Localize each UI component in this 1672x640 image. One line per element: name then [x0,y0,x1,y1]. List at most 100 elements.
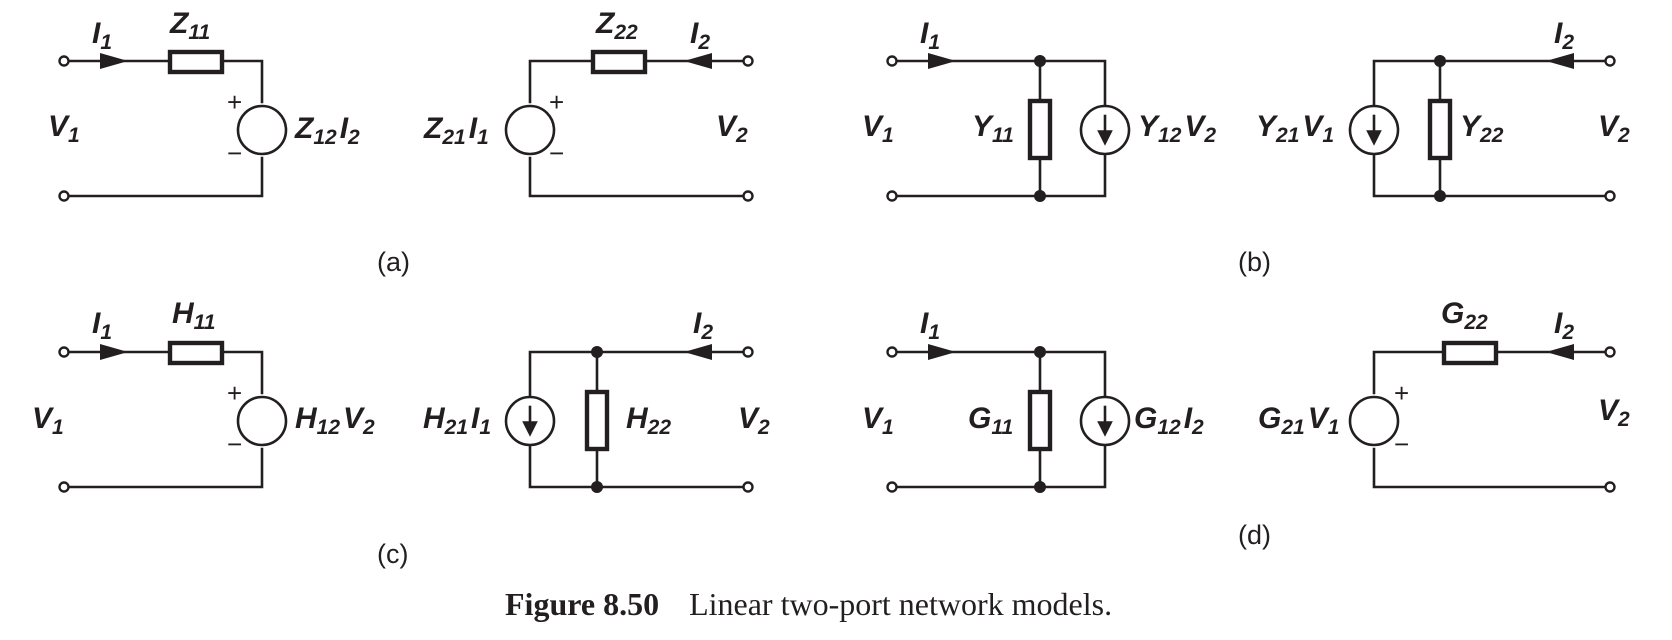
current-label: I1 [920,307,940,344]
figure-caption: Figure 8.50 Linear two-port network mode… [505,586,1112,622]
voltage-label: V2 [1598,394,1630,431]
junction-dot [1034,190,1046,202]
current-label: I1 [92,17,112,54]
panel-tag-c: (c) [377,539,408,569]
g22-label: G22 [1441,297,1488,334]
terminal [58,481,70,493]
voltage-label: V2 [738,402,770,439]
terminal [742,190,754,202]
figure-number: Figure 8.50 [505,586,659,622]
junction-dot [591,481,603,493]
current-label: I2 [1554,17,1574,54]
minus-sign: − [1394,429,1409,459]
junction-dot [1434,190,1446,202]
panel-tag-b: (b) [1238,247,1271,277]
terminal [58,55,70,67]
minus-sign: − [549,138,564,168]
terminal [886,55,898,67]
current-arrow [100,53,128,69]
current-label: I2 [1554,307,1574,344]
current-arrow [684,53,712,69]
g11-label: G11 [968,402,1013,439]
panel-tag-a: (a) [377,247,410,277]
current-label: I2 [690,17,710,54]
admittance-y11 [1027,98,1053,161]
terminal [886,190,898,202]
panel-tag-d: (d) [1238,520,1271,550]
impedance-z11 [167,49,225,75]
terminal [1604,190,1616,202]
voltage-label: V1 [862,110,894,147]
plus-sign: + [1394,378,1409,408]
junction-dot [591,346,603,358]
conductance-g22 [1441,340,1499,366]
terminal [742,346,754,358]
plus-sign: + [549,87,564,117]
plus-sign: + [227,87,242,117]
junction-dot [1034,481,1046,493]
voltage-label: V2 [716,110,748,147]
current-arrow [1546,53,1574,69]
terminal [58,190,70,202]
plus-sign: + [227,378,242,408]
y11-label: Y11 [972,110,1014,147]
junction-dot [1034,55,1046,67]
junction-dot [1034,346,1046,358]
terminal [1604,481,1616,493]
voltage-label: V1 [48,110,80,147]
current-label: I1 [92,307,112,344]
current-label: I1 [920,17,940,54]
caption-text: Linear two-port network models. [689,586,1112,622]
current-arrow [684,344,712,360]
terminal [742,481,754,493]
conductance-g11 [1027,389,1053,452]
voltage-source [236,104,288,156]
minus-sign: − [227,429,242,459]
current-arrow [928,53,956,69]
h22-label: H22 [626,402,671,439]
terminal [742,55,754,67]
terminal [886,481,898,493]
terminal [1604,346,1616,358]
current-arrow [928,344,956,360]
y22-label: Y22 [1460,110,1504,147]
admittance-y22 [1427,98,1453,161]
voltage-source [504,104,556,156]
voltage-source [1348,395,1400,447]
current-arrow [100,344,128,360]
junction-dot [1434,55,1446,67]
impedance-z22 [590,49,648,75]
impedance-h11 [167,340,225,366]
voltage-label: V1 [862,402,894,439]
z22-label: Z22 [595,7,638,44]
terminal [1604,55,1616,67]
admittance-h22 [584,389,610,452]
terminal [58,346,70,358]
z11-label: Z11 [169,7,210,44]
h11-label: H11 [172,297,215,334]
current-label: I2 [693,307,713,344]
minus-sign: − [227,138,242,168]
terminal [886,346,898,358]
voltage-source [236,395,288,447]
voltage-label: V2 [1598,110,1630,147]
